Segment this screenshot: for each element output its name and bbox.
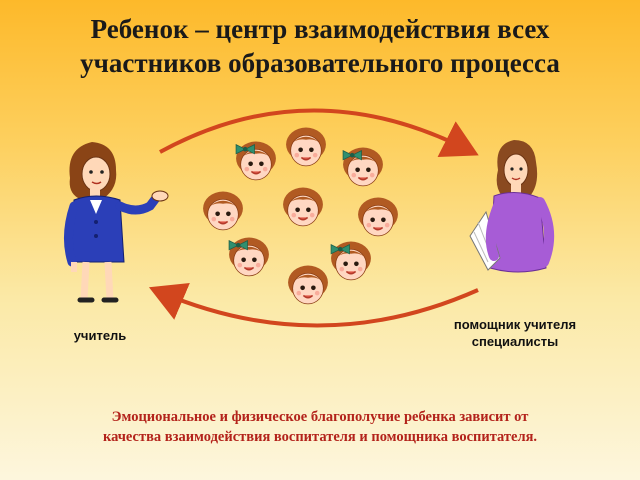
- helper-label: помощник учителя специалисты: [435, 316, 595, 350]
- caption-line-1: Эмоциональное и физическое благополучие …: [111, 409, 529, 425]
- child-face-icon: [202, 190, 244, 231]
- child-face-icon: [287, 264, 329, 305]
- helper-label-line-1: помощник учителя: [453, 317, 577, 332]
- title-line-2: участников образовательного процесса: [80, 48, 560, 78]
- child-face-icon: [236, 142, 276, 180]
- title-line-1: Ребенок – центр взаимодействия всех: [90, 14, 550, 44]
- top-curved-arrow: [159, 108, 479, 158]
- teacher-label: учитель: [73, 328, 127, 343]
- child-face-icon: [282, 186, 324, 227]
- child-face-icon: [343, 148, 383, 186]
- caption: Эмоциональное и физическое благополучие …: [30, 407, 610, 447]
- helper-label-line-2: специалисты: [471, 334, 559, 349]
- children-group: [202, 126, 399, 305]
- helper-figure-icon: [469, 140, 555, 273]
- child-face-icon: [357, 196, 399, 237]
- child-face-icon: [331, 242, 371, 280]
- caption-line-2: качества взаимодействия воспитателя и по…: [102, 429, 538, 445]
- bottom-curved-arrow: [148, 282, 479, 328]
- child-face-icon: [229, 238, 269, 276]
- teacher-figure-icon: [64, 142, 169, 303]
- slide-title: Ребенок – центр взаимодействия всех учас…: [0, 12, 640, 80]
- child-face-icon: [285, 126, 327, 167]
